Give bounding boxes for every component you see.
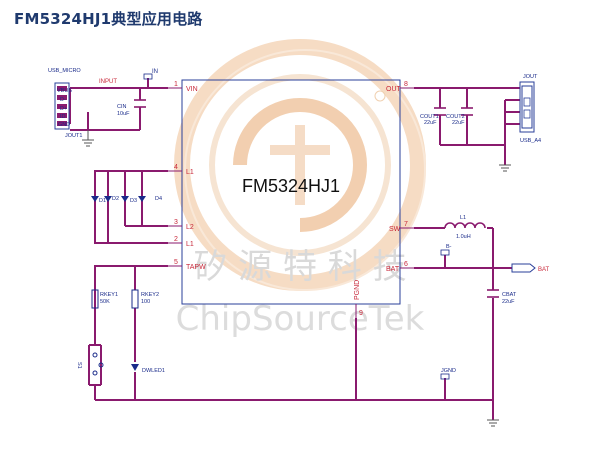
jout1-label: JOUT1: [65, 133, 82, 139]
rkey2-value: 100: [141, 299, 150, 305]
pin-3-num: 3: [174, 219, 178, 226]
pin-5-num: 5: [174, 259, 178, 266]
pin-6-num: 6: [404, 261, 408, 268]
pin-9-num: 9: [359, 310, 363, 317]
pin-2-name: L1: [186, 241, 194, 248]
pin-1-name: VIN: [186, 86, 198, 93]
pin-4-num: 4: [174, 164, 178, 171]
rkey1-label: RKEY1: [100, 292, 118, 298]
led-d1-label: D1: [99, 198, 106, 204]
dwled-icon: [131, 364, 139, 371]
cbat-capacitor: [487, 289, 499, 298]
id-label: ID: [60, 114, 66, 120]
in-flag-icon: [143, 73, 153, 80]
cout1-label: COUT1: [420, 114, 439, 120]
pin-8-num: 8: [404, 81, 408, 88]
pin-2-num: 2: [174, 236, 178, 243]
bat-net-arrow-icon: [511, 263, 536, 273]
gnd-label: GND: [58, 122, 70, 128]
pin-7-name: SW: [389, 226, 401, 233]
usb-a4-connector: [519, 81, 535, 133]
cout2-label: COUT2: [446, 114, 465, 120]
bat-net-label: BAT: [538, 267, 550, 273]
cin-capacitor: [134, 99, 146, 108]
watermark-cn: 矽 源 特 科 技: [193, 247, 406, 287]
ground-icon: [82, 130, 94, 147]
led-d4-label: D4: [155, 196, 162, 202]
in-flag-label: IN: [152, 69, 158, 75]
b-minus-icon: [440, 249, 450, 256]
inductor-l1: [444, 222, 486, 229]
watermark: 矽 源 特 科 技 ChipSourceTek: [174, 39, 426, 339]
chip-name: FM5324HJ1: [242, 176, 340, 196]
dwled-label: DWLED1: [142, 368, 165, 374]
cbat-label: CBAT: [502, 292, 517, 298]
dp-label: D+: [60, 106, 67, 112]
rkey1-value: 50K: [100, 299, 110, 305]
usb-micro-label: USB_MICRO: [48, 68, 81, 74]
pin-1-num: 1: [174, 81, 178, 88]
pin-8-name: OUT: [386, 86, 402, 93]
pin-4-name: L1: [186, 169, 194, 176]
resistors: [91, 289, 139, 309]
pin-7-num: 7: [404, 221, 408, 228]
led-d0-icon: [91, 196, 99, 202]
chip-body: [181, 79, 401, 305]
rkey2-label: RKEY2: [141, 292, 159, 298]
jgnd-icon: [440, 373, 450, 380]
pin-6-name: BAT: [386, 266, 400, 273]
led-group: [91, 196, 146, 202]
inductor-value: 1.0uH: [456, 234, 471, 240]
pin-3-name: L2: [186, 224, 194, 231]
inductor-label: L1: [460, 215, 466, 221]
pin-9-name: PGND: [354, 280, 361, 300]
cin-label: CIN: [117, 104, 127, 110]
ground-icon: [487, 419, 499, 427]
rkey1-resistor: [91, 289, 99, 309]
watermark-en: ChipSourceTek: [176, 299, 425, 339]
pin-5-name: TAPW: [186, 264, 206, 271]
led-d3-icon: [138, 196, 146, 202]
b-minus-label: B-: [446, 244, 452, 250]
cout2-value: 22uF: [452, 120, 465, 126]
usb-micro-connector: [54, 82, 70, 130]
led-d3-label: D3: [130, 198, 137, 204]
rkey2-resistor: [131, 289, 139, 309]
cout1-value: 22uF: [424, 120, 437, 126]
usb-a4-label: USB_A4: [520, 138, 541, 144]
jout-label: JOUT: [523, 74, 538, 80]
key-label: S1: [76, 362, 82, 369]
led-d2-label: D2: [112, 196, 119, 202]
led-d2-icon: [121, 196, 129, 202]
dm-label: D-: [60, 97, 66, 103]
vbus-label: VBUS: [57, 88, 72, 94]
key-switch: [88, 344, 104, 386]
led-d1-icon: [104, 196, 112, 202]
jgnd-label: JGND: [441, 368, 456, 374]
cout-capacitors: [434, 107, 473, 116]
input-net-label: INPUT: [99, 79, 117, 85]
page-title: FM5324HJ1典型应用电路: [14, 10, 203, 28]
cin-value: 10uF: [117, 111, 130, 117]
registered-icon: [374, 90, 386, 102]
wires: [69, 78, 520, 420]
cbat-value: 22uF: [502, 299, 515, 305]
ground-icon: [499, 164, 511, 172]
